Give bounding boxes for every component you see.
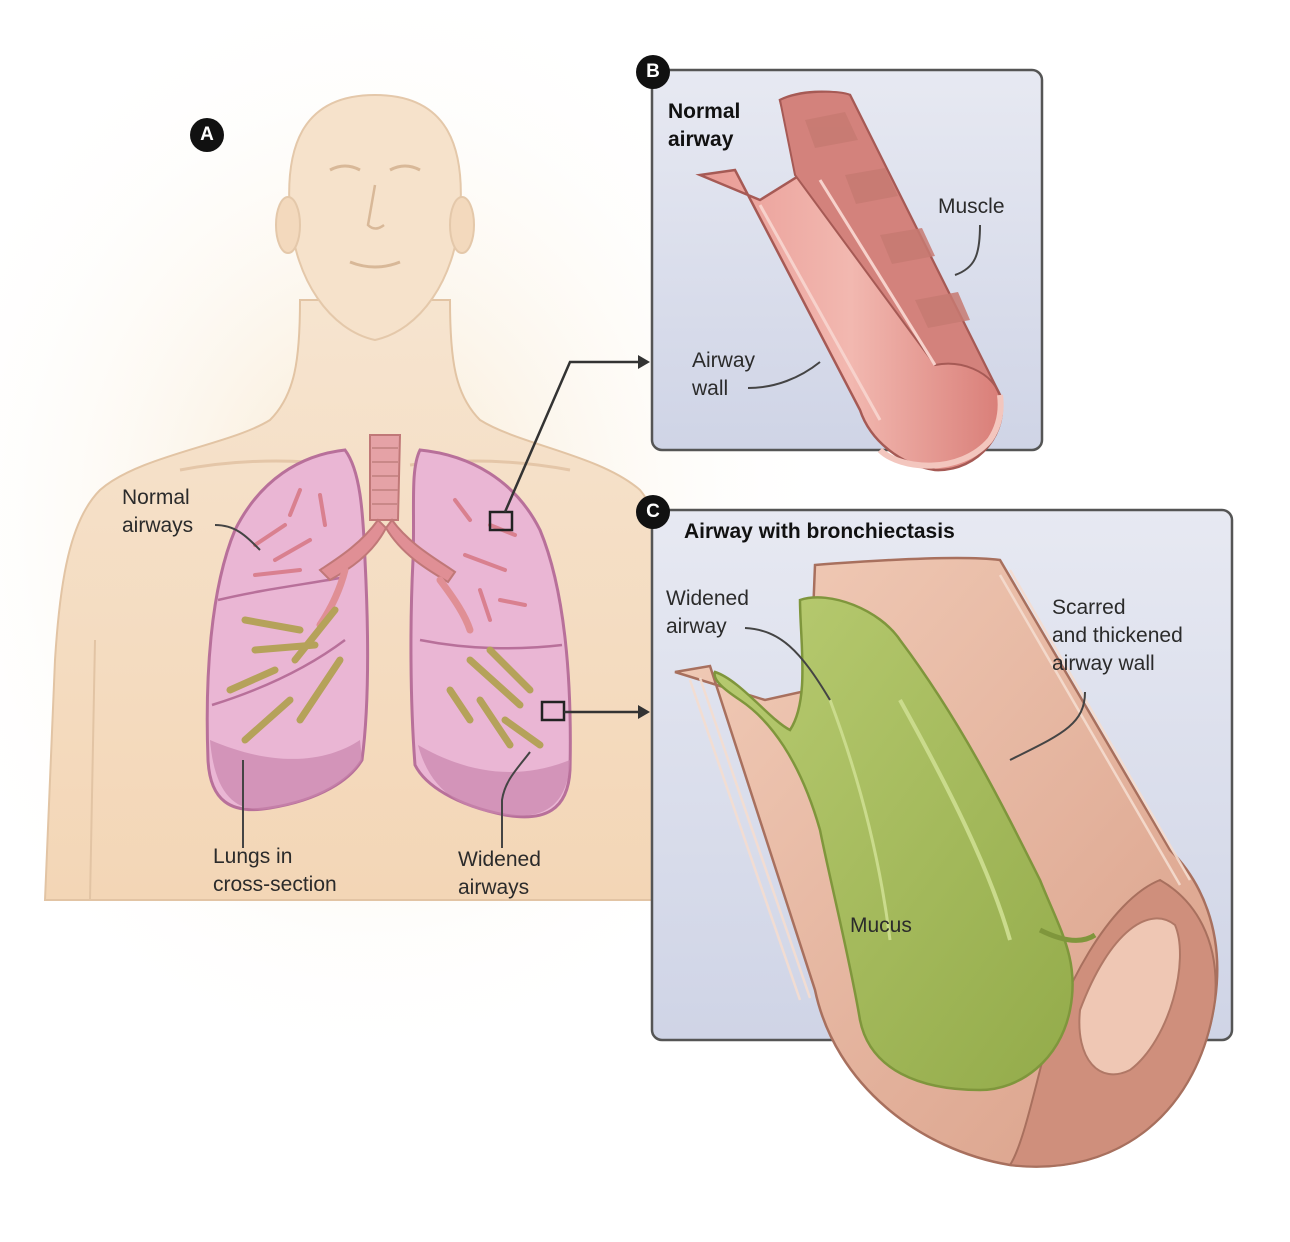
label-widened-airway: Widened airway bbox=[666, 587, 749, 638]
connector-arrows bbox=[503, 360, 640, 714]
badge-c: C bbox=[636, 495, 670, 529]
label-muscle: Muscle bbox=[938, 195, 1005, 218]
panel-b-title: Normal airway bbox=[668, 100, 741, 151]
zoom-box-normal bbox=[488, 510, 514, 532]
panel-c bbox=[650, 508, 1234, 1168]
body-leader-lines bbox=[214, 524, 531, 848]
label-lungs-cross-section: Lungs in cross-section bbox=[213, 845, 337, 896]
mucus-fill bbox=[713, 596, 1074, 1092]
panel-b bbox=[650, 68, 1044, 472]
badge-b: B bbox=[636, 55, 670, 89]
label-mucus: Mucus bbox=[850, 914, 912, 937]
label-widened-airways: Widened airways bbox=[458, 848, 541, 899]
panel-c-title: Airway with bronchiectasis bbox=[684, 520, 955, 543]
label-airway-wall: Airway wall bbox=[692, 349, 756, 400]
badge-a: A bbox=[190, 118, 224, 152]
label-scarred-wall: Scarred and thickened airway wall bbox=[1052, 596, 1183, 675]
label-normal-airways: Normal airways bbox=[122, 486, 194, 537]
